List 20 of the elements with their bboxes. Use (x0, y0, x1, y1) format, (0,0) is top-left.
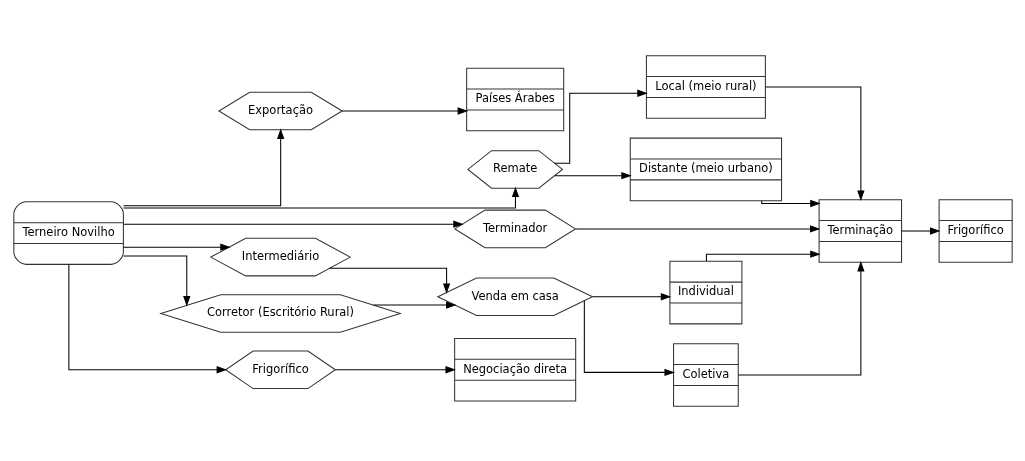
arrow (122, 220, 464, 228)
arrow (122, 128, 284, 206)
arrow (372, 300, 457, 309)
arrow (328, 267, 450, 294)
arrow (583, 299, 675, 376)
arrow (764, 86, 864, 201)
arrow (553, 171, 632, 179)
arrow (574, 224, 820, 233)
arrow (122, 186, 519, 208)
arrow (900, 226, 940, 235)
arrow (341, 106, 468, 115)
arrow (67, 263, 227, 373)
arrow (591, 292, 671, 300)
arrow (334, 365, 456, 373)
arrow (553, 89, 648, 164)
arrow (737, 260, 864, 375)
arrow (760, 199, 821, 207)
arrow (705, 250, 821, 262)
arrow (122, 243, 231, 251)
arrow (122, 255, 190, 307)
